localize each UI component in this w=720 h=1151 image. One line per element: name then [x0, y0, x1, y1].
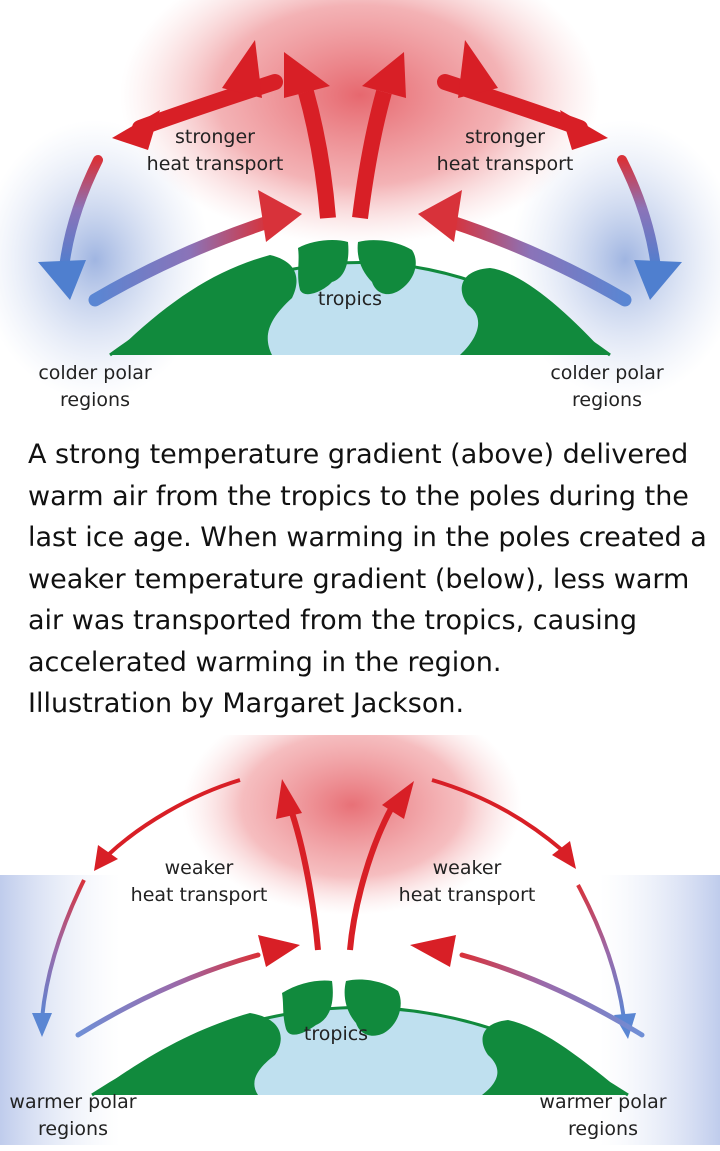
rising-arrow-left	[276, 779, 321, 951]
cold-air-glow-right	[600, 875, 720, 1145]
equatorward-arrow-right	[418, 190, 632, 307]
warm-air-glow	[120, 0, 600, 245]
equatorward-arrow-left	[75, 935, 300, 1038]
caption-line: A strong temperature gradient (above) de…	[28, 439, 689, 470]
equatorward-arrow-right	[410, 935, 645, 1038]
poleward-arrow-right	[437, 40, 608, 150]
equatorward-arrow-left	[88, 190, 302, 307]
caption-line: last ice age. When warming in the poles …	[28, 522, 707, 553]
descending-arrow-left	[38, 155, 103, 300]
rising-arrow-left	[284, 52, 336, 219]
land-right	[482, 1020, 628, 1095]
strong-gradient-illustration	[0, 0, 720, 400]
caption-line: warm air from the tropics to the poles d…	[28, 480, 689, 512]
tropics-label: tropics	[317, 288, 383, 310]
descending-arrow-right	[617, 155, 682, 300]
land-center-left	[298, 240, 349, 295]
rising-arrow-right	[352, 52, 406, 219]
land-center-right	[344, 979, 401, 1036]
poleward-arrow-right	[431, 778, 576, 869]
poleward-arrow-left	[112, 40, 283, 150]
rising-arrow-right	[347, 781, 414, 951]
figure-caption: A strong temperature gradient (above) de…	[28, 434, 718, 725]
weak-gradient-illustration	[0, 735, 720, 1145]
land-left	[92, 1013, 281, 1095]
poleward-arrow-left	[94, 778, 241, 871]
descending-arrow-left	[32, 879, 86, 1037]
cold-air-glow-left	[0, 875, 120, 1145]
land-center-right	[357, 240, 416, 295]
land-left	[110, 255, 297, 355]
illustration-credit: Illustration by Margaret Jackson.	[28, 688, 465, 719]
caption-line: air was transported from the tropics, ca…	[28, 605, 638, 636]
caption-line: weaker temperature gradient (below), les…	[28, 563, 690, 595]
tropics-label: tropics	[303, 1023, 369, 1045]
land-right	[460, 268, 610, 355]
earth-surface	[109, 240, 611, 357]
caption-line: accelerated warming in the region.	[28, 646, 502, 678]
earth-surface	[91, 979, 629, 1097]
land-center-left	[282, 980, 333, 1035]
